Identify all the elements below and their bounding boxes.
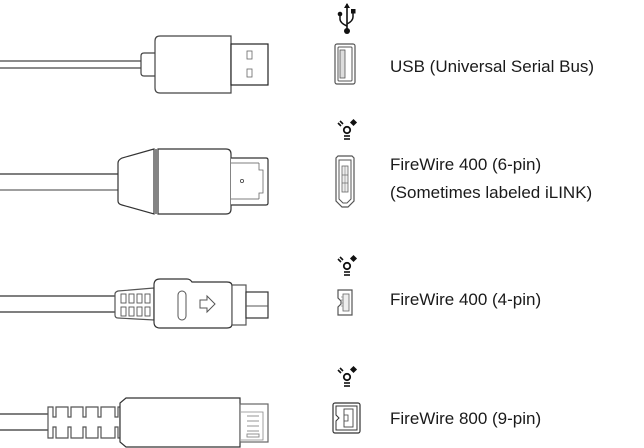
label-line: FireWire 400 (6-pin) bbox=[390, 155, 542, 174]
label-firewire400-6pin: FireWire 400 (6-pin) (Sometimes labeled … bbox=[390, 151, 592, 207]
firewire-9pin-port-icon bbox=[332, 402, 361, 434]
label-line: USB (Universal Serial Bus) bbox=[390, 57, 595, 76]
firewire-6pin-port-icon bbox=[335, 155, 355, 208]
usb-plug bbox=[0, 35, 269, 94]
usb-trident-icon bbox=[337, 3, 356, 34]
label-firewire800-9pin: FireWire 800 (9-pin) bbox=[390, 408, 541, 430]
firewire-icon bbox=[337, 118, 358, 140]
firewire-4pin-port-icon bbox=[337, 289, 353, 316]
firewire-icon bbox=[337, 254, 358, 276]
label-firewire400-4pin: FireWire 400 (4-pin) bbox=[390, 289, 541, 311]
firewire-6pin-plug bbox=[0, 148, 269, 215]
firewire-4pin-plug bbox=[0, 278, 269, 329]
label-usb: USB (Universal Serial Bus) bbox=[390, 56, 594, 78]
firewire-icon bbox=[337, 365, 358, 387]
label-line: FireWire 400 (4-pin) bbox=[390, 290, 542, 309]
usb-port-icon bbox=[334, 43, 356, 85]
label-line: (Sometimes labeled iLINK) bbox=[390, 183, 593, 202]
firewire-9pin-plug bbox=[0, 397, 269, 448]
label-line: FireWire 800 (9-pin) bbox=[390, 409, 542, 428]
